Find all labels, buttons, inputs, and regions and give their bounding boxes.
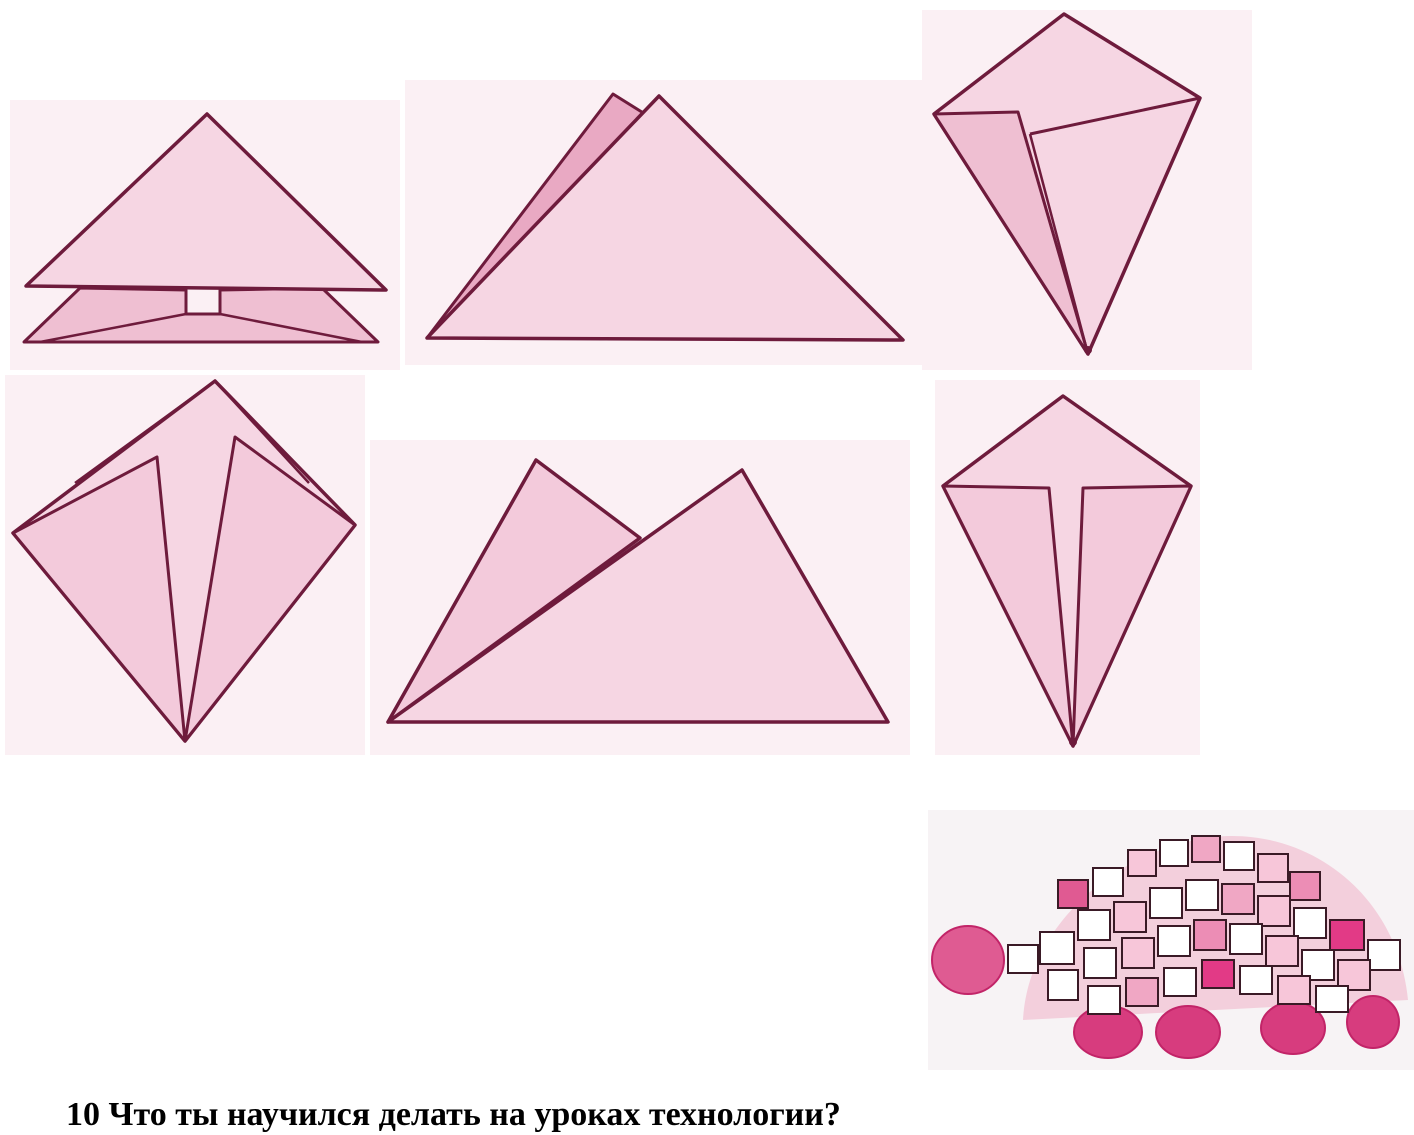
- origami-step-1: [10, 100, 400, 370]
- turtle-illustration: [928, 810, 1414, 1070]
- origami-step-5: [370, 440, 910, 755]
- origami-step-6: [935, 380, 1200, 755]
- section-heading: 10 Что ты научился делать на уроках техн…: [66, 1095, 841, 1135]
- origami-step-3: [922, 10, 1252, 370]
- origami-step-4: [5, 375, 365, 755]
- origami-step-2: [405, 80, 925, 365]
- turtle-crumpled-paper-collage: [928, 810, 1414, 1070]
